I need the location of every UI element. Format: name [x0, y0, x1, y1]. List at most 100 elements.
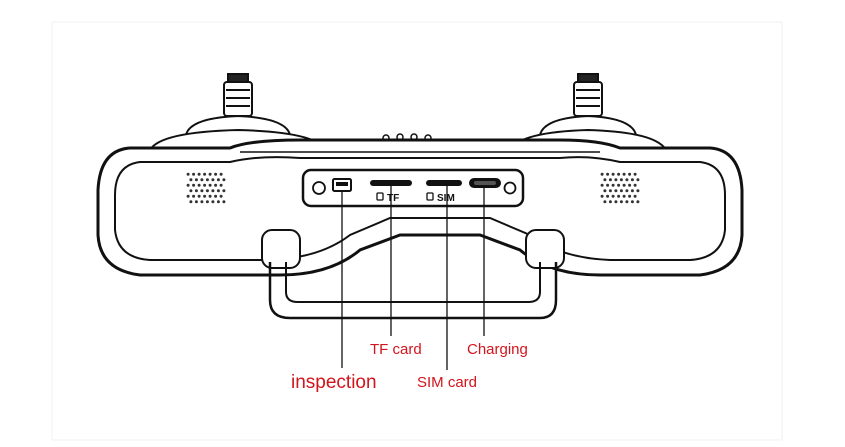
sd-card-icon [376, 192, 384, 201]
speaker-hole [205, 189, 209, 193]
speaker-hole [630, 200, 634, 204]
speaker-hole [603, 189, 607, 193]
background-panel [51, 21, 783, 441]
speaker-hole [617, 194, 621, 198]
speaker-hole [633, 172, 637, 176]
speaker-hole [600, 194, 604, 198]
speaker-hole [622, 183, 626, 187]
speaker-hole [214, 183, 218, 187]
speaker-hole [628, 194, 632, 198]
speaker-hole [203, 183, 207, 187]
sim-marking: SIM [426, 192, 455, 204]
charging-label: Charging [467, 341, 528, 358]
speaker-hole [219, 172, 223, 176]
speaker-hole [619, 178, 623, 182]
speaker-hole [603, 178, 607, 182]
speaker-hole [219, 194, 223, 198]
tf-card-label: TF card [370, 341, 422, 358]
port-panel: TF SIM [301, 168, 525, 208]
speaker-hole [186, 172, 190, 176]
speaker-hole [625, 189, 629, 193]
speaker-hole [614, 200, 618, 204]
speaker-hole [630, 178, 634, 182]
speaker-hole [211, 178, 215, 182]
speaker-hole [636, 200, 640, 204]
speaker-hole [200, 189, 204, 193]
speaker-hole [203, 172, 207, 176]
speaker-hole [600, 172, 604, 176]
speaker-hole [633, 183, 637, 187]
speaker-hole [189, 178, 193, 182]
speaker-hole [628, 172, 632, 176]
speaker-hole [222, 200, 226, 204]
speaker-hole [200, 200, 204, 204]
speaker-hole [194, 178, 198, 182]
speaker-hole [630, 189, 634, 193]
speaker-hole [614, 189, 618, 193]
controller-body [96, 138, 744, 277]
speaker-hole [617, 183, 621, 187]
right-screw-icon [503, 181, 517, 195]
speaker-hole [211, 189, 215, 193]
speaker-hole [205, 178, 209, 182]
right-speaker-dots [600, 172, 640, 204]
speaker-hole [189, 200, 193, 204]
speaker-hole [214, 194, 218, 198]
sim-card-label: SIM card [417, 374, 478, 391]
speaker-hole [614, 178, 618, 182]
speaker-hole [619, 200, 623, 204]
speaker-hole [192, 194, 196, 198]
controller-inner-contour [114, 156, 726, 261]
speaker-hole [625, 178, 629, 182]
speaker-hole [608, 178, 612, 182]
speaker-hole [611, 194, 615, 198]
speaker-hole [219, 183, 223, 187]
tf-port-label: TF [387, 193, 399, 204]
speaker-hole [208, 194, 212, 198]
speaker-hole [197, 194, 201, 198]
speaker-hole [603, 200, 607, 204]
speaker-hole [625, 200, 629, 204]
tf-slot-icon [370, 180, 412, 186]
speaker-hole [194, 200, 198, 204]
bottom-handle [261, 229, 565, 320]
speaker-hole [186, 194, 190, 198]
speaker-hole [622, 194, 626, 198]
speaker-hole [606, 194, 610, 198]
speaker-hole [636, 189, 640, 193]
left-screw-icon [312, 181, 326, 195]
speaker-hole [222, 178, 226, 182]
speaker-hole [216, 200, 220, 204]
speaker-hole [216, 189, 220, 193]
speaker-hole [205, 200, 209, 204]
speaker-hole [611, 183, 615, 187]
speaker-hole [208, 172, 212, 176]
speaker-hole [608, 189, 612, 193]
left-speaker-dots [186, 172, 226, 204]
speaker-hole [200, 178, 204, 182]
inspection-label: inspection [291, 372, 377, 393]
speaker-hole [197, 183, 201, 187]
speaker-hole [203, 194, 207, 198]
speaker-hole [628, 183, 632, 187]
speaker-hole [636, 178, 640, 182]
speaker-hole [600, 183, 604, 187]
tf-marking: TF [376, 192, 399, 204]
sim-card-icon [426, 192, 434, 201]
leader-lines [341, 186, 485, 370]
speaker-hole [192, 183, 196, 187]
sim-port-label: SIM [437, 193, 455, 204]
speaker-hole [216, 178, 220, 182]
speaker-hole [617, 172, 621, 176]
speaker-hole [633, 194, 637, 198]
speaker-hole [606, 183, 610, 187]
speaker-hole [619, 189, 623, 193]
speaker-hole [222, 189, 226, 193]
speaker-hole [197, 172, 201, 176]
speaker-hole [208, 183, 212, 187]
speaker-hole [194, 189, 198, 193]
sim-slot-icon [426, 180, 462, 186]
speaker-hole [608, 200, 612, 204]
